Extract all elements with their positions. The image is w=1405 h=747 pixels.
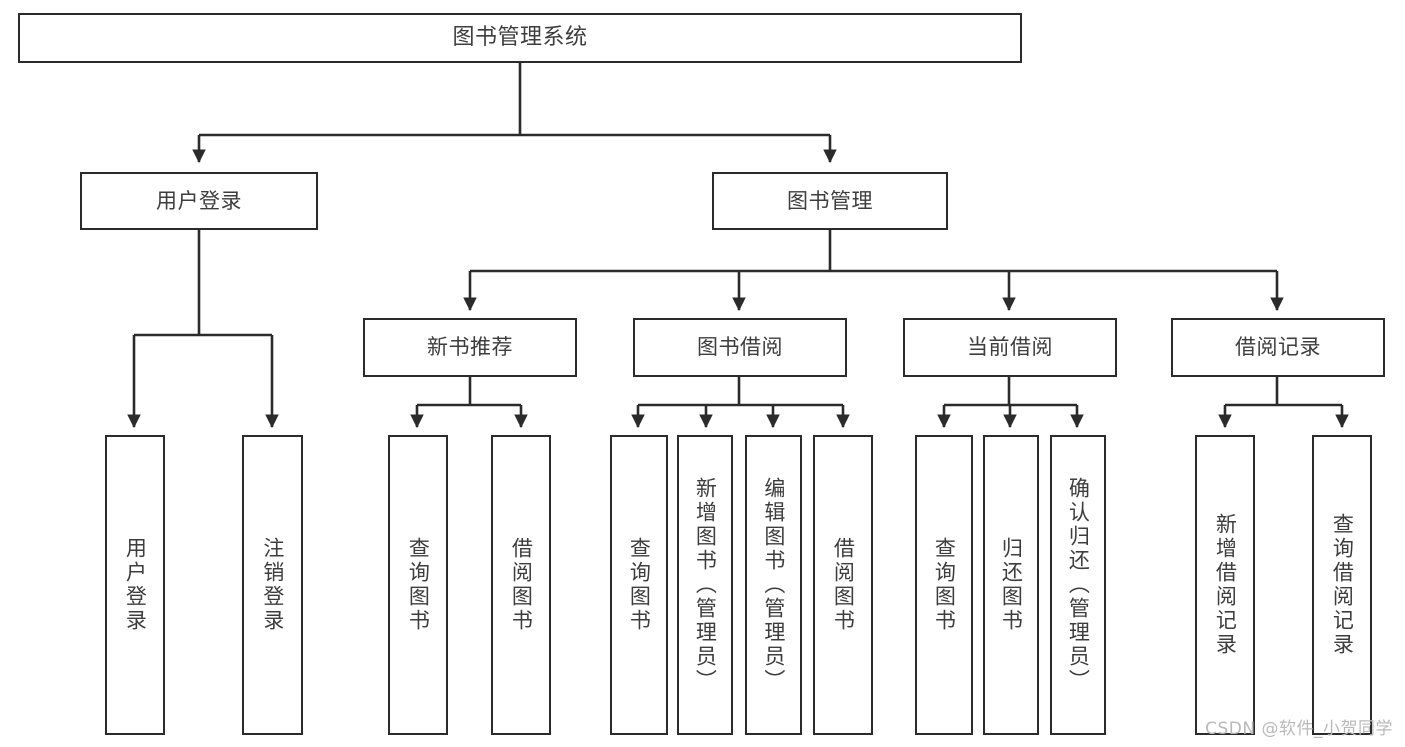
node-label: 新增借阅记录 [1213,513,1238,657]
node-label: 图书借阅 [697,335,783,360]
leaf-record-add-record[interactable]: 新增借阅记录 [1195,435,1255,735]
leaf-user-login-login[interactable]: 用户登录 [105,435,165,735]
leaf-record-query-record[interactable]: 查询借阅记录 [1312,435,1372,735]
leaf-borrow-query-book[interactable]: 查询图书 [610,435,668,735]
leaf-new-book-borrow[interactable]: 借阅图书 [491,435,551,735]
node-label: 新书推荐 [427,335,513,360]
node-label: 借阅记录 [1235,335,1321,360]
node-label: 用户登录 [156,188,242,213]
leaf-current-return-book[interactable]: 归还图书 [983,435,1039,735]
node-label: 借阅图书 [831,537,856,633]
node-book-borrow[interactable]: 图书借阅 [633,318,847,377]
leaf-current-query-book[interactable]: 查询图书 [915,435,973,735]
leaf-current-confirm-return-admin[interactable]: 确认归还（管理员） [1050,435,1106,735]
leaf-user-login-logout[interactable]: 注销登录 [242,435,303,735]
node-current-borrow[interactable]: 当前借阅 [903,318,1117,377]
node-label: 编辑图书（管理员） [761,477,786,693]
node-label: 图书管理 [787,188,873,213]
leaf-new-book-query[interactable]: 查询图书 [388,435,448,735]
leaf-borrow-add-book-admin[interactable]: 新增图书（管理员） [677,435,733,735]
node-borrow-record[interactable]: 借阅记录 [1171,318,1385,377]
node-root-library-system[interactable]: 图书管理系统 [18,13,1022,63]
node-label: 注销登录 [260,537,285,633]
node-label: 查询图书 [627,537,652,633]
node-label: 当前借阅 [967,335,1053,360]
node-label: 确认归还（管理员） [1066,477,1091,693]
node-label: 借阅图书 [509,537,534,633]
leaf-borrow-borrow-book[interactable]: 借阅图书 [813,435,873,735]
node-label: 查询借阅记录 [1330,513,1355,657]
node-label: 新增图书（管理员） [693,477,718,693]
node-label: 图书管理系统 [452,25,588,51]
node-label: 用户登录 [123,537,148,633]
node-new-book-recommend[interactable]: 新书推荐 [363,318,577,377]
leaf-borrow-edit-book-admin[interactable]: 编辑图书（管理员） [745,435,802,735]
node-label: 归还图书 [999,537,1024,633]
node-label: 查询图书 [932,537,957,633]
node-label: 查询图书 [406,537,431,633]
node-book-management[interactable]: 图书管理 [712,172,948,230]
node-user-login[interactable]: 用户登录 [80,172,318,230]
